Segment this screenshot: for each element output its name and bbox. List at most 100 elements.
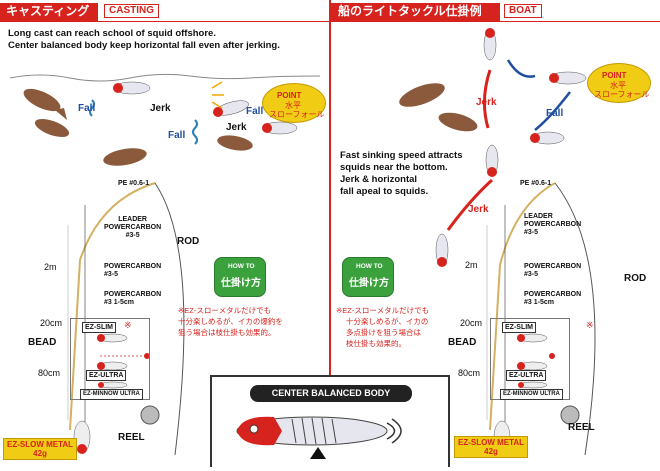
casting-ezslow-badge: EZ-SLOW METAL 42g <box>3 438 78 460</box>
boat-arrow-1 <box>506 59 536 78</box>
boat-description: Fast sinking speed attracts squids near … <box>340 150 462 198</box>
casting-desc-line-1: Long cast can reach school of squid offs… <box>8 28 216 39</box>
boat-lure-2-icon <box>549 71 587 85</box>
casting-note-l1: ※EZ-スローメタルだけでも <box>178 306 272 315</box>
boat-lure-1-icon <box>483 28 497 61</box>
casting-point-title: POINT <box>277 91 302 100</box>
casting-pc2-label: POWERCARBON #3 1-5cm <box>104 291 161 307</box>
boat-panel: 船のライトタックル仕掛例 BOAT Jerk Jerk Fall POINT 水… <box>330 0 660 467</box>
lure-1-icon <box>113 81 151 95</box>
casting-pe-label: PE #0.6-1 <box>118 180 150 187</box>
boat-pc2-label: POWERCARBON #3 1-5cm <box>524 291 581 307</box>
boat-bead-label: BEAD <box>448 337 477 348</box>
fall-wave-2 <box>192 119 198 145</box>
boat-point-sub1: 水平 <box>610 81 626 90</box>
boat-reel-label: REEL <box>568 422 595 433</box>
casting-lure-ultra-icon <box>97 361 128 371</box>
casting-jerk-1: Jerk <box>150 103 171 114</box>
center-lure-jig-icon <box>386 418 402 444</box>
boat-header-bar <box>330 3 500 21</box>
boat-leader-label: LEADER POWERCARBON #3-5 <box>524 213 581 237</box>
boat-howto-top: HOW TO <box>356 263 383 270</box>
center-balanced-title: CENTER BALANCED BODY <box>250 385 412 402</box>
boat-note-l3: 多点掛けを狙う場合は <box>346 328 421 337</box>
boat-arrow-2 <box>534 91 571 131</box>
squid-3-icon <box>103 148 147 166</box>
casting-desc-line-2: Center balanced body keep horizontal fal… <box>8 40 280 51</box>
boat-ezslow-badge: EZ-SLOW METAL 42g <box>454 436 529 458</box>
casting-header-bar <box>0 3 98 21</box>
boat-lure-minnow-tag: EZ-MINNOW ULTRA <box>500 389 563 400</box>
casting-20cm-label: 20cm <box>40 318 63 328</box>
boat-jerk-2: Jerk <box>468 204 489 215</box>
boat-arrow-jerk-2 <box>446 178 494 231</box>
casting-note-l2: 十分楽しめるが、イカの爆釣を <box>178 317 283 326</box>
center-balance-marker-icon <box>310 447 326 459</box>
casting-mark: ※ <box>124 320 132 330</box>
boat-2m-label: 2m <box>465 260 478 270</box>
casting-lure-minnow-tag: EZ-MINNOW ULTRA <box>80 389 143 400</box>
casting-fall-1: Fall <box>78 103 96 114</box>
boat-desc-line-1: Fast sinking speed attracts <box>340 150 463 161</box>
boat-20cm-label: 20cm <box>460 318 483 328</box>
panel-divider <box>329 0 331 467</box>
boat-pe-label: PE #0.6-1 <box>520 180 552 187</box>
casting-ezslow-name: EZ-SLOW METAL <box>7 440 74 449</box>
boat-leader-l1: LEADER <box>524 213 553 220</box>
boat-rod-label: ROD <box>624 273 647 284</box>
center-lure-stripes <box>291 417 337 445</box>
casting-howto-top: HOW TO <box>228 263 255 270</box>
casting-2m-label: 2m <box>44 262 57 272</box>
boat-scene-graphics <box>399 28 596 456</box>
boat-leader-l2: POWERCARBON <box>524 221 582 228</box>
squid-2-icon <box>34 118 70 138</box>
casting-title-jp: キャスティング <box>6 4 90 18</box>
boat-lure-minnow-icon <box>518 381 548 389</box>
casting-rig-dot <box>144 353 150 359</box>
casting-reel-icon <box>140 405 160 425</box>
casting-point-sub2: スローフォール <box>269 110 325 119</box>
casting-line <box>154 182 185 456</box>
boat-lure-ultra-icon <box>517 361 548 371</box>
water-surface-line <box>9 73 321 82</box>
casting-pc2-l1: POWERCARBON <box>104 291 162 298</box>
center-lure-head <box>237 416 282 446</box>
lure-3-icon <box>262 121 298 135</box>
boat-lure-slim-icon <box>517 333 548 343</box>
casting-note-l3: 狙う場合は枝仕掛も効果的。 <box>178 328 276 337</box>
boat-arrow-jerk-1 <box>483 69 492 129</box>
casting-note-jp: ※EZ-スローメタルだけでも 十分楽しめるが、イカの爆釣を 狙う場合は枝仕掛も効… <box>178 305 283 338</box>
casting-leader-l3: #3-5 <box>125 232 140 239</box>
boat-lure-slim-tag: EZ-SLIM <box>502 322 536 333</box>
casting-reel-label: REEL <box>118 432 145 443</box>
casting-fall-3: Fall <box>246 106 264 117</box>
boat-pc1-l1: POWERCARBON <box>524 263 582 270</box>
lure-2-icon <box>213 100 249 117</box>
boat-80cm-label: 80cm <box>458 368 481 378</box>
center-balanced-box: CENTER BALANCED BODY <box>210 375 450 467</box>
casting-underline <box>0 21 329 22</box>
boat-ezslow-name: EZ-SLOW METAL <box>458 438 525 447</box>
casting-jerk-2: Jerk <box>226 122 247 133</box>
boat-point-sub2: スローフォール <box>594 90 650 99</box>
center-lure-eye <box>249 424 259 434</box>
boat-note-l1: ※EZ-スローメタルだけでも <box>336 306 430 315</box>
casting-rod <box>69 182 156 431</box>
casting-ezslow-lure-icon <box>73 420 91 454</box>
casting-lure-slim-icon <box>97 333 128 343</box>
casting-lure-slim-tag: EZ-SLIM <box>82 322 116 333</box>
boat-squid-1-icon <box>399 83 445 107</box>
boat-note-l4: 枝仕掛も効果的。 <box>346 339 406 348</box>
casting-pc1-label: POWERCARBON #3-5 <box>104 263 161 279</box>
boat-underline <box>330 21 660 22</box>
jerk-spark-icon <box>211 81 224 109</box>
casting-pc1-l2: #3-5 <box>104 271 119 278</box>
boat-howto-badge: HOW TO 仕掛け方 <box>342 257 394 297</box>
casting-panel: キャスティング CASTING Long cast can reach scho… <box>0 0 330 467</box>
boat-squid-2-icon <box>438 112 478 132</box>
boat-mark: ※ <box>586 320 594 330</box>
casting-point-badge: POINT 水平 スローフォール <box>262 83 326 123</box>
casting-rod-label: ROD <box>177 236 200 247</box>
squid-1-icon <box>23 88 67 120</box>
boat-pc2-l2: #3 1-5cm <box>524 299 554 306</box>
